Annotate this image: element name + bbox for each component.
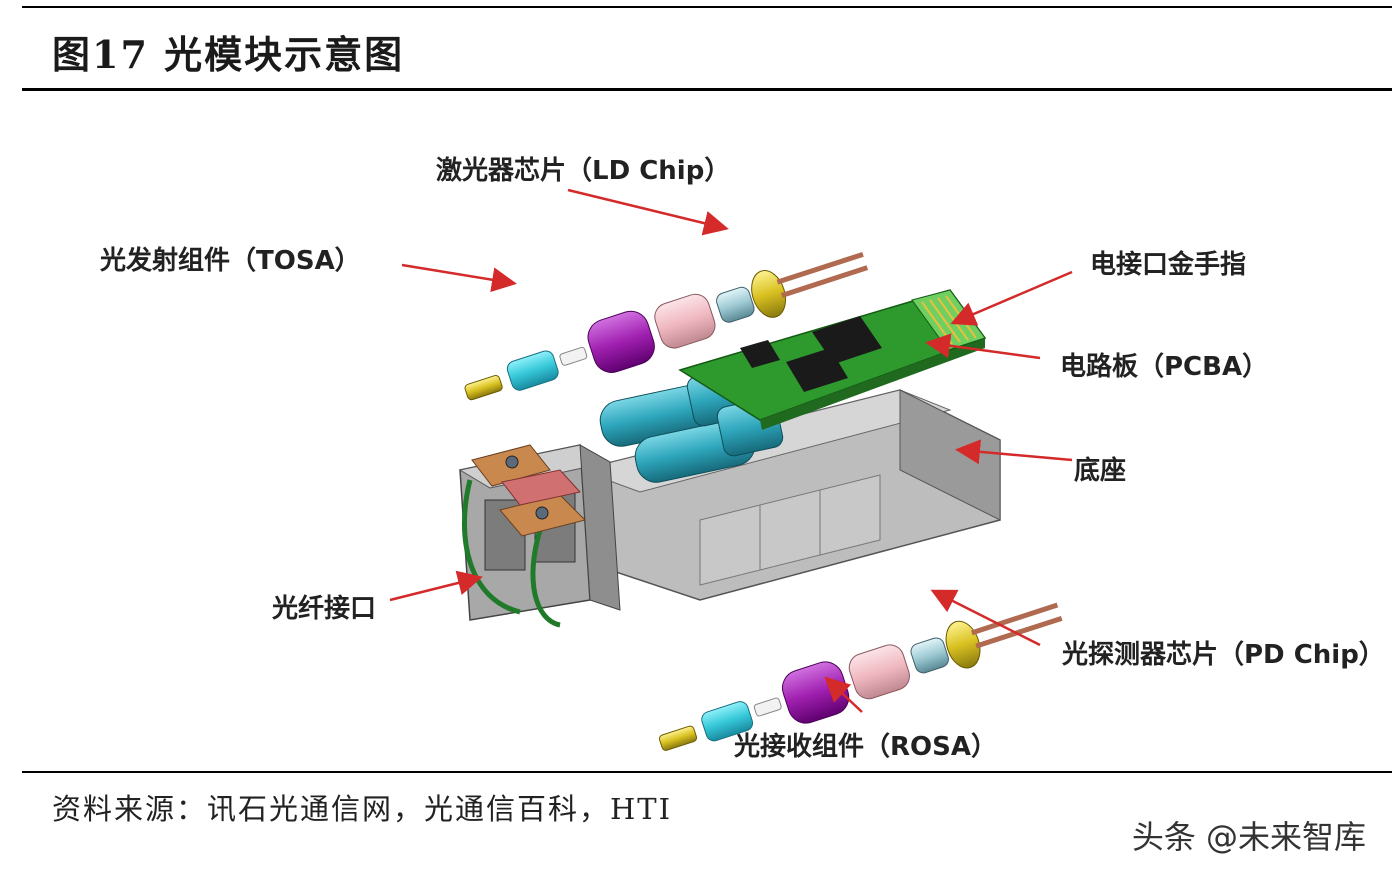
watermark: 头条 @未来智库 bbox=[1131, 818, 1366, 856]
rosa-lens-cap bbox=[910, 637, 949, 674]
tosa-purple-housing bbox=[587, 310, 655, 373]
fiber-port-cage bbox=[458, 444, 621, 628]
rosa-cyan-sleeve bbox=[701, 701, 754, 742]
tosa-gold-ferrule bbox=[464, 374, 503, 401]
rosa-pin-2 bbox=[975, 615, 1063, 649]
label-rosa: 光接收组件（ROSA） bbox=[734, 732, 997, 762]
arrow-gold-finger bbox=[950, 270, 1073, 326]
tosa-pin-2 bbox=[780, 265, 869, 298]
arrow-rosa bbox=[824, 676, 863, 713]
arrow-tosa bbox=[401, 263, 517, 293]
tosa-pink-ring bbox=[654, 293, 716, 349]
rosa-pin-1 bbox=[971, 602, 1059, 636]
arrow-base bbox=[955, 439, 1073, 465]
pcba-chip-small bbox=[740, 340, 780, 368]
footer-rule bbox=[22, 771, 1392, 773]
tosa-parts bbox=[464, 251, 869, 401]
title-rule bbox=[22, 88, 1392, 91]
tosa-ceramic-pin bbox=[559, 346, 588, 366]
rosa-pink-ring bbox=[848, 644, 910, 700]
label-pcba: 电路板（PCBA） bbox=[1060, 352, 1269, 382]
pcba-board bbox=[678, 289, 987, 430]
label-ld-chip: 激光器芯片（LD Chip） bbox=[436, 156, 731, 186]
tosa-pin-1 bbox=[776, 251, 864, 285]
top-rule bbox=[22, 6, 1392, 8]
label-tosa: 光发射组件（TOSA） bbox=[100, 246, 361, 276]
arrow-pcba bbox=[925, 333, 1041, 360]
arrow-pd-chip bbox=[930, 589, 1041, 647]
label-pd-chip: 光探测器芯片（PD Chip） bbox=[1062, 640, 1385, 670]
arrow-ld-chip bbox=[567, 188, 729, 236]
label-fiber-port: 光纤接口 bbox=[272, 594, 377, 624]
tosa-lens-cap bbox=[716, 286, 755, 323]
label-base: 底座 bbox=[1074, 456, 1127, 486]
rosa-pd-chip-header bbox=[945, 620, 981, 669]
arrow-fiber-port bbox=[389, 570, 483, 602]
rosa-gold-ferrule bbox=[658, 725, 698, 751]
label-gold-finger: 电接口金手指 bbox=[1090, 250, 1247, 280]
pcba-chip-center bbox=[786, 348, 848, 392]
rosa-parts bbox=[658, 602, 1063, 751]
figure-title: 图17 光模块示意图 bbox=[52, 32, 405, 77]
source-note: 资料来源：讯石光通信网，光通信百科，HTI bbox=[52, 792, 673, 826]
rosa-ceramic-pin bbox=[753, 697, 782, 717]
tosa-ld-chip-header bbox=[751, 270, 787, 318]
tosa-cyan-sleeve bbox=[506, 350, 559, 391]
